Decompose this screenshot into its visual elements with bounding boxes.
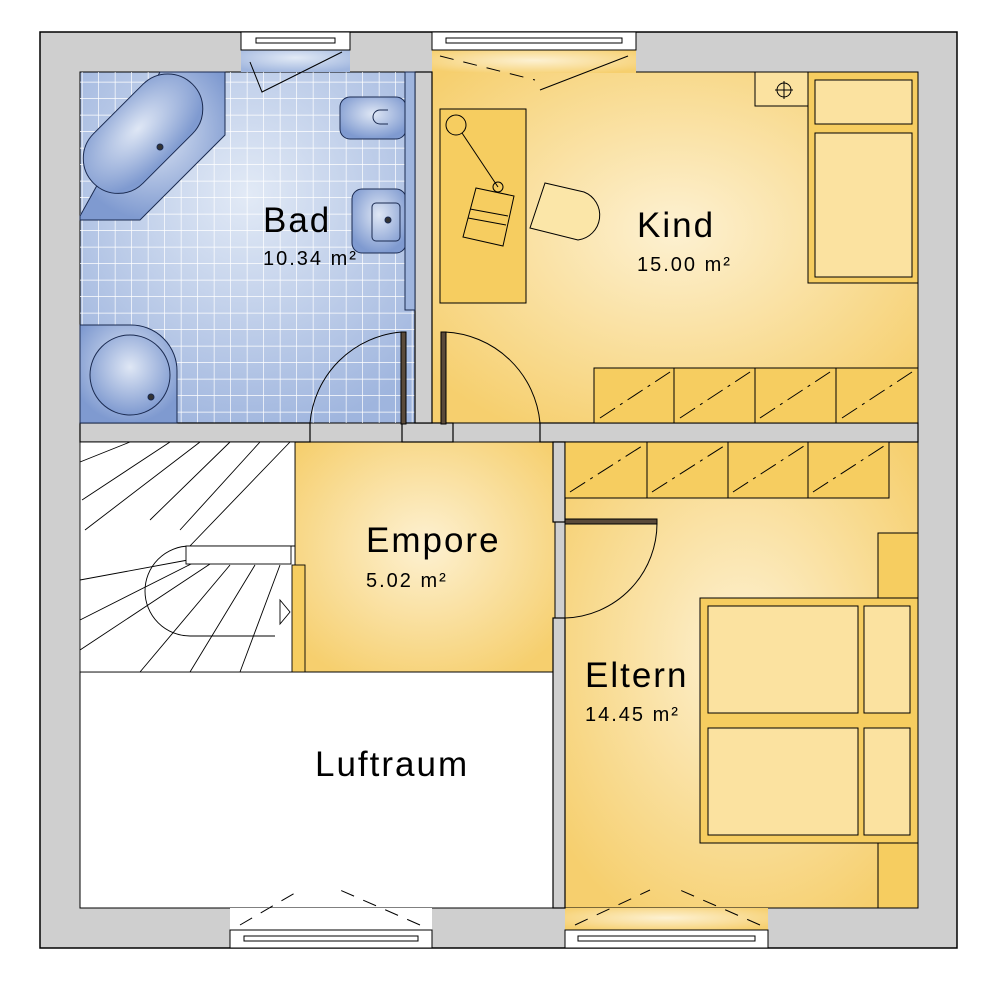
bath-shelf — [404, 71, 416, 311]
eltern-wardrobe — [564, 441, 890, 499]
shower-tray — [79, 324, 178, 424]
kind-bed — [807, 71, 919, 284]
room-luftraum-floor — [79, 671, 554, 930]
toilet — [339, 96, 407, 140]
room-area-kind: 15.00 m² — [637, 254, 732, 276]
kind-nightstand — [754, 71, 809, 107]
washbasin — [351, 188, 407, 254]
interior-walls — [79, 71, 919, 909]
windows — [229, 31, 769, 949]
room-area-bad: 10.34 m² — [263, 248, 358, 270]
double-bed — [699, 597, 919, 844]
room-name-bad: Bad — [263, 201, 332, 240]
room-area-eltern: 14.45 m² — [585, 704, 680, 726]
room-name-eltern: Eltern — [585, 656, 689, 695]
desk — [439, 108, 527, 304]
room-area-empore: 5.02 m² — [366, 570, 448, 592]
window-swings — [239, 51, 761, 926]
room-name-empore: Empore — [366, 521, 501, 560]
room-name-luftraum: Luftraum — [315, 745, 470, 784]
room-empore-floor — [294, 441, 556, 673]
doors — [309, 331, 658, 619]
staircase — [79, 441, 306, 673]
desk-chair — [529, 182, 601, 241]
room-name-kind: Kind — [637, 206, 716, 245]
bathtub — [79, 71, 226, 221]
kind-wardrobe — [593, 367, 919, 424]
